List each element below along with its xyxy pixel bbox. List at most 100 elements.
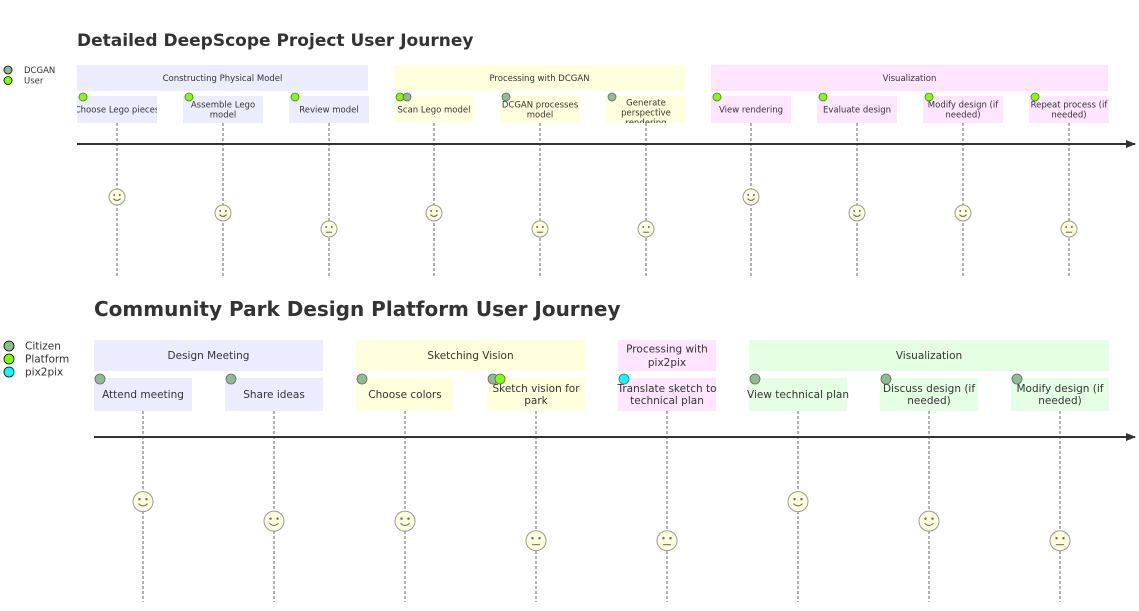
section: Constructing Physical Model	[77, 65, 368, 91]
legend-dot	[3, 353, 15, 365]
task-box	[500, 96, 580, 123]
task-box	[1011, 378, 1109, 411]
journey-title: Detailed DeepScope Project User Journey	[77, 31, 473, 51]
section-label: Processing with DCGAN	[489, 74, 589, 84]
legend-label: pix2pix	[25, 367, 63, 379]
task-box	[183, 96, 263, 123]
section: Processing with DCGAN	[394, 65, 685, 91]
task-box	[880, 378, 978, 411]
score-face	[848, 204, 866, 222]
section: Visualization	[749, 340, 1109, 371]
legend-label: DCGAN	[24, 66, 55, 76]
section: Sketching Vision	[356, 340, 585, 371]
task-box	[289, 96, 369, 123]
score-face	[954, 204, 972, 222]
task-box	[94, 378, 192, 411]
task-box	[817, 96, 897, 123]
score-face	[656, 530, 678, 552]
score-face	[525, 530, 547, 552]
actor-dot	[749, 373, 761, 385]
section: Visualization	[711, 65, 1108, 91]
actor-dot	[880, 373, 892, 385]
task-box	[225, 378, 323, 411]
task-box	[711, 96, 791, 123]
section-box	[94, 340, 323, 371]
actor-dot	[712, 92, 722, 102]
section: Design Meeting	[94, 340, 323, 371]
journey-1: Detailed DeepScope Project User JourneyD…	[3, 31, 1136, 277]
task: Evaluate design	[817, 96, 897, 123]
actor-dot	[924, 92, 934, 102]
legend-label: User	[24, 76, 44, 86]
legend-label: Citizen	[25, 341, 61, 353]
task-box	[356, 378, 454, 411]
task: Share ideas	[225, 378, 323, 411]
legend-dot	[3, 65, 13, 75]
score-face	[214, 204, 232, 222]
score-face	[425, 204, 443, 222]
actor-dot	[290, 92, 300, 102]
section-label: Sketching Vision	[427, 350, 513, 362]
task: Review model	[289, 96, 369, 123]
task: View technical plan	[747, 378, 849, 411]
section-box	[356, 340, 585, 371]
task-box	[606, 96, 686, 123]
task-label: View rendering	[719, 105, 783, 115]
actor-dot	[184, 92, 194, 102]
score-face	[394, 510, 416, 532]
actor-dot	[818, 92, 828, 102]
task: Choose Lego pieces	[75, 96, 160, 123]
score-face	[637, 220, 655, 238]
score-face	[787, 491, 809, 513]
task-box	[923, 96, 1003, 123]
task-box	[749, 378, 847, 411]
section-label: Design Meeting	[168, 350, 250, 362]
actor-dot	[501, 92, 511, 102]
score-face	[132, 491, 154, 513]
task-box	[1029, 96, 1109, 123]
section-label: Visualization	[883, 74, 937, 84]
score-face	[742, 188, 760, 206]
legend-dot	[3, 340, 15, 352]
task-label: Attend meeting	[102, 389, 184, 401]
score-face	[1049, 530, 1071, 552]
task-label: Scan Lego model	[398, 105, 471, 115]
section-box	[749, 340, 1109, 371]
task-box	[487, 378, 585, 411]
legend-dot	[3, 366, 15, 378]
score-face	[108, 188, 126, 206]
actor-dot	[225, 373, 237, 385]
task: View rendering	[711, 96, 791, 123]
task-label: Choose colors	[368, 389, 441, 401]
task-box	[77, 96, 157, 123]
actor-dot	[618, 373, 630, 385]
score-face	[918, 510, 940, 532]
section-box	[394, 65, 685, 91]
task: Attend meeting	[94, 378, 192, 411]
actor-dot	[1011, 373, 1023, 385]
task-label: Choose Lego pieces	[75, 105, 160, 115]
actor-dot	[356, 373, 368, 385]
task-label: View technical plan	[747, 389, 849, 401]
task-box	[618, 378, 716, 411]
section-box	[618, 340, 716, 371]
section-label: Constructing Physical Model	[163, 74, 283, 84]
score-face	[320, 220, 338, 238]
